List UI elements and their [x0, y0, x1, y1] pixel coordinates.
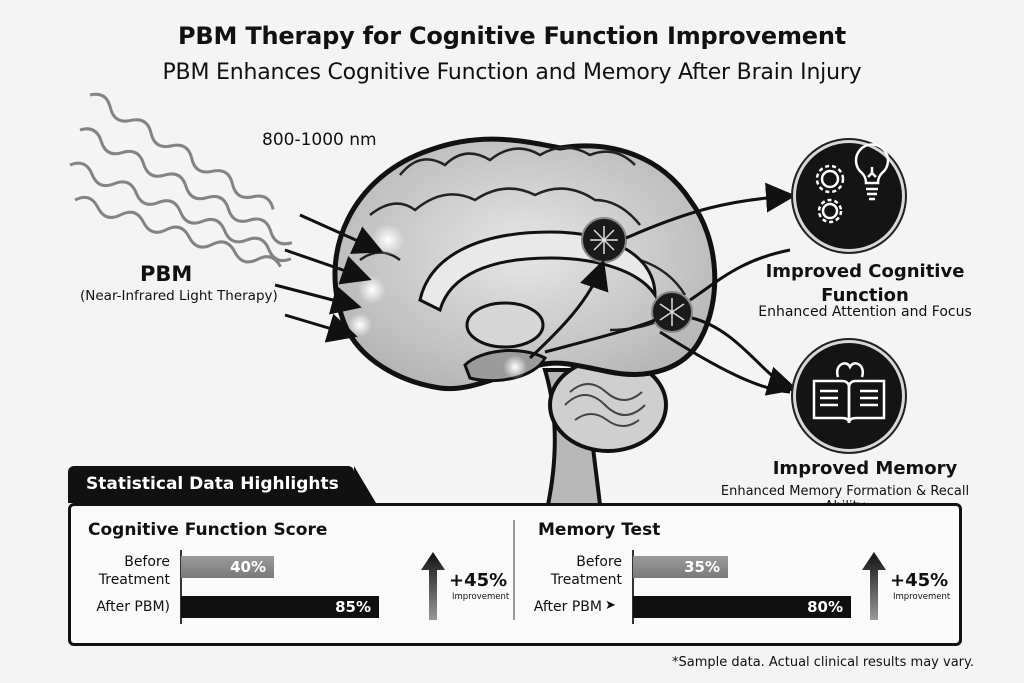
memory-axis: [632, 550, 634, 624]
pbm-description: (Near-Infrared Light Therapy): [80, 288, 278, 304]
memory-outcome-title: Improved Memory: [772, 458, 958, 479]
page-subtitle: PBM Enhances Cognitive Function and Memo…: [162, 60, 862, 85]
cognitive-before-label-line1: Before: [124, 554, 170, 570]
memory-after-arrow-icon: ➤: [605, 598, 616, 613]
page-title: PBM Therapy for Cognitive Function Impro…: [178, 22, 846, 50]
cognitive-after-label: After PBM): [96, 599, 170, 615]
memory-before-label-line2: Treatment: [550, 572, 622, 588]
cognitive-axis: [180, 550, 182, 624]
cognitive-outcome-title: Improved Cognitive Function: [750, 260, 980, 308]
memory-after-label: After PBM: [533, 599, 602, 615]
stats-header: Statistical Data Highlights: [68, 466, 376, 503]
memory-improvement-word: Improvement: [893, 592, 951, 602]
wavelength-label: 800-1000 nm: [262, 130, 377, 150]
memory-panel-title: Memory Test: [538, 520, 661, 540]
cognitive-up-arrow-icon: [421, 552, 445, 620]
cognitive-before-label-line2: Treatment: [98, 572, 170, 588]
neuron-node-upper: [581, 217, 627, 263]
cognitive-outcome-subtitle: Enhanced Attention and Focus: [758, 304, 972, 320]
light-waves: [69, 92, 293, 268]
cognitive-after-bar: 85%: [181, 596, 379, 618]
footnote: *Sample data. Actual clinical results ma…: [672, 655, 974, 670]
cerebellum: [548, 357, 668, 453]
book-brain-icon: [796, 343, 902, 449]
pbm-label: PBM: [140, 262, 193, 286]
cognitive-before-label: Before Treatment: [96, 553, 170, 589]
cognitive-improvement-value: +45%: [449, 570, 508, 591]
cognitive-panel-title: Cognitive Function Score: [88, 520, 328, 540]
memory-before-label: Before Treatment: [548, 553, 622, 589]
memory-improvement-value: +45%: [890, 570, 949, 591]
panel-divider: [513, 520, 515, 620]
cerebrum: [332, 136, 718, 392]
cognitive-title-line1: Improved Cognitive: [765, 261, 965, 282]
memory-before-bar: 35%: [633, 556, 728, 578]
pathway-arrows: [528, 182, 798, 396]
memory-up-arrow-icon: [862, 552, 886, 620]
memory-before-label-line1: Before: [576, 554, 622, 570]
thalamus: [465, 301, 545, 349]
cognitive-improvement-word: Improvement: [452, 592, 510, 602]
neuron-node-lower: [651, 291, 693, 333]
memory-after-bar: 80%: [633, 596, 851, 618]
cognitive-before-bar: 40%: [181, 556, 274, 578]
cognitive-title-line2: Function: [821, 285, 909, 306]
gears-lightbulb-icon: [796, 143, 902, 249]
light-arrows: [274, 213, 384, 343]
